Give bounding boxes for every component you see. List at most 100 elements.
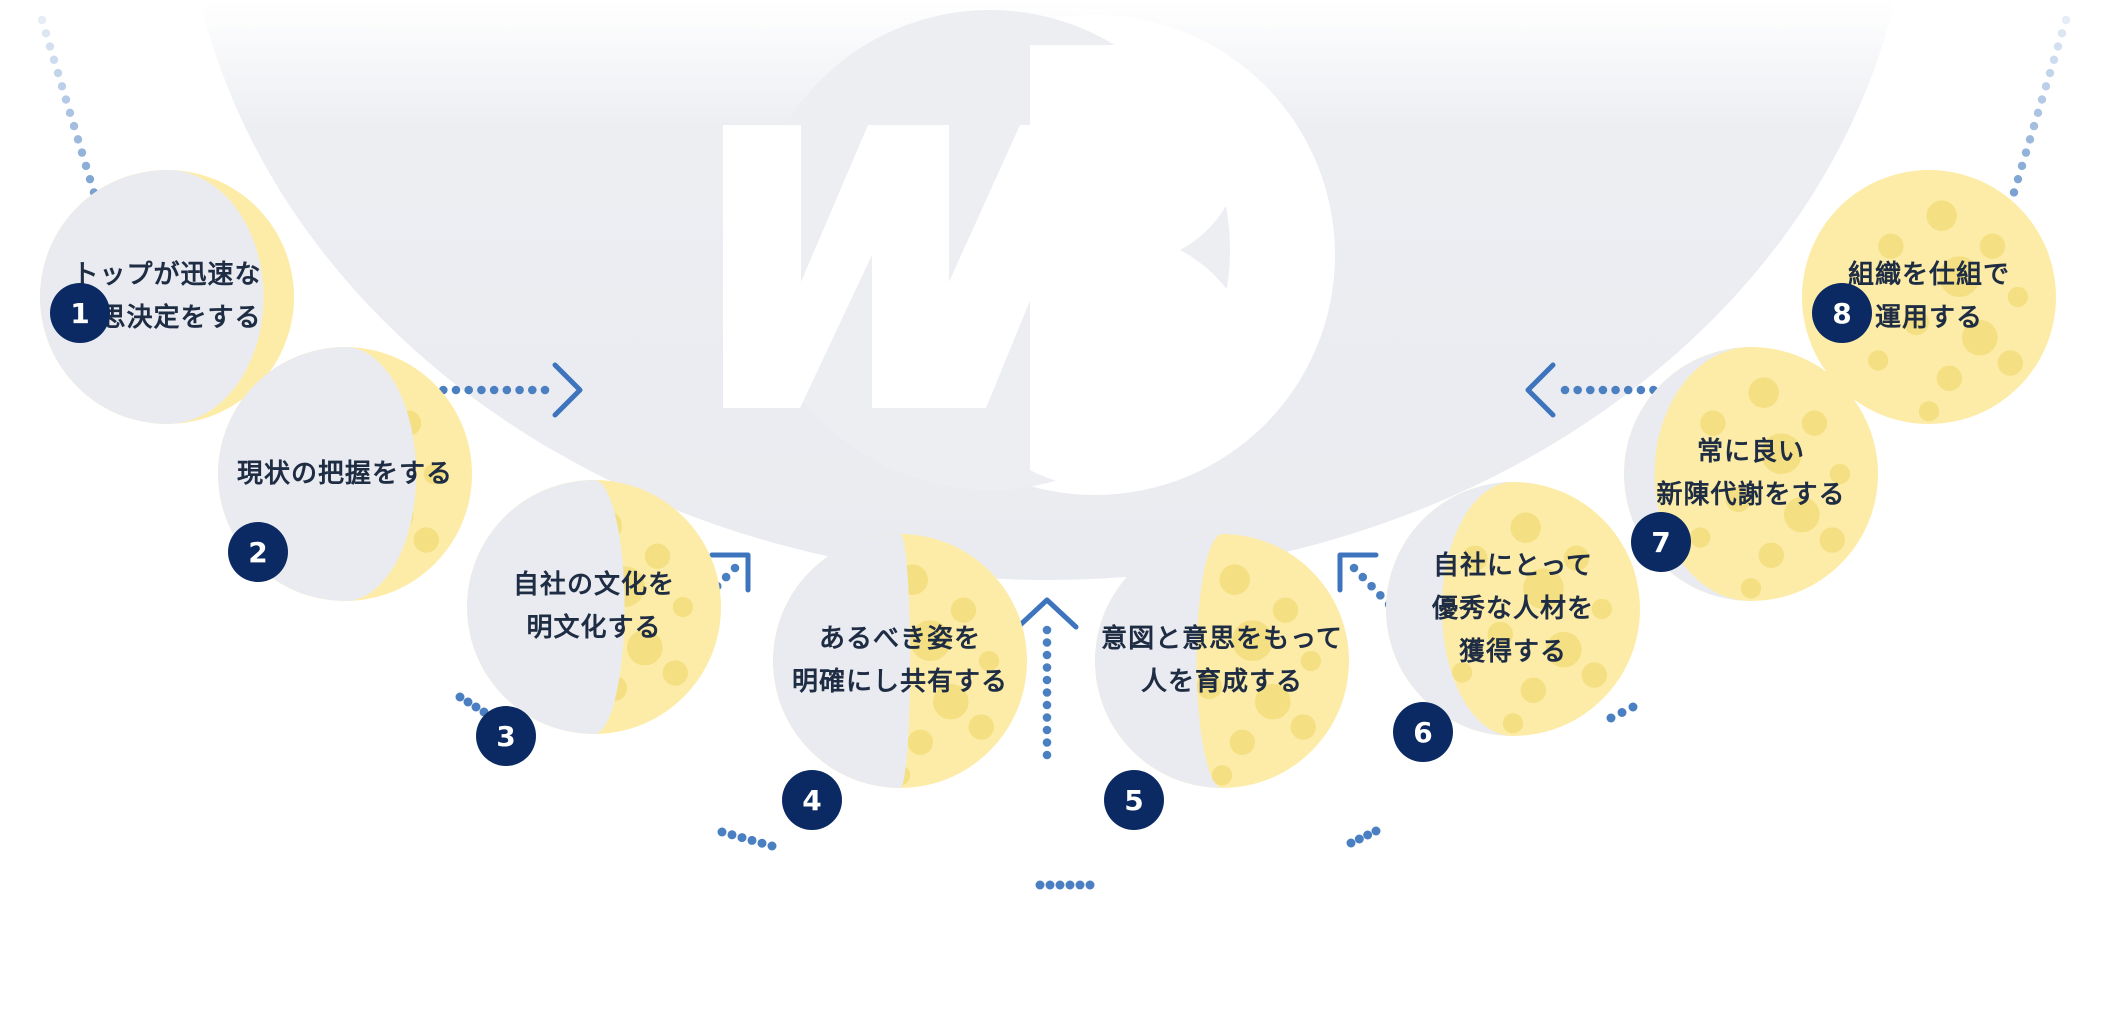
connector-dot — [85, 174, 95, 184]
connector-dot — [2021, 148, 2031, 157]
connector-dot — [41, 29, 51, 38]
connector-dot — [1354, 834, 1364, 844]
arrow-head — [552, 362, 583, 418]
connector-dot — [1623, 385, 1633, 395]
connector-dot — [527, 385, 537, 395]
moon-step-label-line: 現状の把握をする — [236, 458, 453, 489]
connector-dot — [69, 121, 79, 131]
connector-dot — [2057, 29, 2067, 38]
connector-dot — [2049, 55, 2059, 64]
moon-step-label-line: 新陳代謝をする — [1656, 480, 1846, 510]
moon-phase-icon — [773, 534, 1027, 788]
connector-dot — [2037, 95, 2047, 104]
connector-dot — [1346, 838, 1356, 848]
connector-dot — [1617, 708, 1627, 717]
moon-step-label-line: 優秀な人材を — [1431, 593, 1594, 624]
connector-dot — [2025, 135, 2035, 144]
connector-dot — [502, 385, 512, 395]
moon-step-label: あるべき姿を明確にし共有する — [773, 534, 1027, 788]
connector-dot — [451, 385, 461, 395]
connector-dot — [1560, 385, 1570, 395]
moon-step-8: 組織を仕組で運用する — [1802, 170, 2056, 424]
step-number-badge: 2 — [228, 522, 288, 582]
moon-step-2: 現状の把握をする — [218, 347, 472, 601]
moon-step-label: 自社の文化を明文化する — [467, 480, 721, 734]
connector-dot — [1075, 880, 1085, 890]
moon-phase-icon — [40, 170, 294, 424]
arrow-head — [709, 552, 751, 593]
arrow-head — [1525, 362, 1556, 418]
moon-step-label: 組織を仕組で運用する — [1802, 170, 2056, 424]
connector-dot — [45, 42, 55, 51]
connector-dot — [717, 827, 727, 837]
connector-dot — [757, 838, 767, 848]
connector-dot — [464, 385, 474, 395]
step-number-badge: 1 — [50, 283, 110, 343]
moon-step-6: 自社にとって優秀な人材を獲得する — [1386, 482, 1640, 736]
connector-dot — [489, 385, 499, 395]
connector-dot — [1042, 713, 1052, 722]
moon-step-label-line: 運用する — [1874, 303, 1983, 333]
connector-dot — [1085, 880, 1095, 890]
step-number-badge: 7 — [1631, 512, 1691, 572]
connector-dot — [1055, 880, 1065, 890]
connector-dot — [1045, 880, 1055, 890]
step-number-badge: 3 — [476, 706, 536, 766]
moon-step-label-line: 明文化する — [526, 613, 662, 643]
moon-phase-icon — [218, 347, 472, 601]
moon-step-3: 自社の文化を明文化する — [467, 480, 721, 734]
connector-dot — [2013, 174, 2023, 184]
connector-dot — [1371, 826, 1381, 836]
connector-dot — [2033, 108, 2043, 118]
connector-dot — [2053, 42, 2063, 51]
moon-step-label: 意図と意思をもって人を育成する — [1095, 534, 1349, 788]
arrow-head — [1015, 597, 1079, 630]
connector-dot — [1363, 830, 1373, 840]
direction-arrows — [552, 362, 1556, 630]
connector-dot — [730, 563, 740, 573]
moon-step-4: あるべき姿を明確にし共有する — [773, 534, 1027, 788]
connector-dot — [77, 148, 87, 157]
connector-dot — [1065, 880, 1075, 890]
connector-dot — [2061, 15, 2071, 25]
connector-dot — [1367, 581, 1376, 591]
connector-dot — [37, 15, 47, 25]
moon-step-label-line: 自社にとって — [1433, 550, 1593, 581]
moon-phase-icon — [467, 480, 721, 734]
connector-dot — [81, 161, 91, 171]
moon-step-label-line: あるべき姿を — [818, 624, 981, 654]
moon-step-label-line: 明確にし共有する — [791, 667, 1008, 697]
connector-dot — [1042, 663, 1052, 672]
connector-dot — [1349, 563, 1359, 573]
connector-dot — [57, 82, 67, 91]
connector-dot — [1042, 675, 1052, 685]
connector-dot — [747, 835, 757, 845]
step-number-badge: 4 — [782, 770, 842, 830]
moon-step-label: 常に良い新陳代謝をする — [1624, 347, 1878, 601]
moon-step-label-line: 人を育成する — [1140, 667, 1303, 697]
connector-dot — [2045, 68, 2055, 78]
connector-dot — [1042, 750, 1052, 760]
connector-dot — [1035, 880, 1045, 890]
connector-dot — [1636, 385, 1646, 395]
step-number-badge: 6 — [1393, 702, 1453, 762]
moon-step-label-line: 獲得する — [1458, 636, 1567, 667]
moon-phase-icon — [1802, 170, 2056, 424]
connector-dot — [2041, 82, 2051, 91]
connector-dot — [1042, 638, 1052, 647]
moon-step-label-line: 自社の文化を — [512, 570, 675, 600]
connector-dot — [1042, 738, 1052, 747]
connector-dot — [737, 833, 747, 843]
connector-dot — [53, 68, 63, 78]
connector-dot — [540, 385, 550, 395]
step-number-badge: 5 — [1104, 770, 1164, 830]
connector-dot — [477, 385, 486, 395]
connector-dot — [1042, 625, 1052, 635]
connector-dot — [1376, 591, 1385, 600]
connector-dot — [727, 830, 737, 840]
wb-crescent-logo-icon — [723, 10, 1335, 495]
moon-step-label: 自社にとって優秀な人材を獲得する — [1386, 482, 1640, 736]
connector-dot — [1042, 688, 1052, 697]
connector-dot — [1611, 385, 1620, 395]
